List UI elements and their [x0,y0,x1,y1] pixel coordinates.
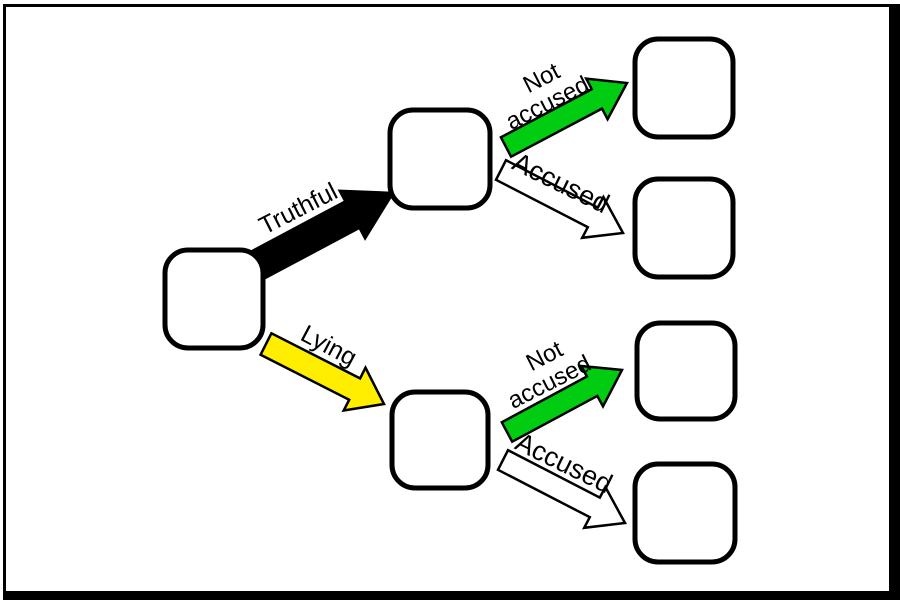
nodes [162,36,738,565]
frame-border-bottom [3,591,900,600]
not-accused-arrow-bottom [500,364,624,444]
node-truthful [387,107,493,211]
node-root [162,247,266,351]
node-lying-accused [632,461,738,565]
node-lying [389,389,491,491]
accused-arrow-bottom [496,448,627,530]
frame-border-right [889,4,900,600]
lying-arrow [258,331,386,413]
node-truthful-accused [632,176,736,280]
node-truthful-not-accused [632,36,736,140]
node-lying-not-accused [634,320,738,422]
frame-border-top [3,4,897,7]
frame [3,4,900,600]
not-accused-arrow-top [499,77,629,159]
accused-arrow-top [494,158,625,240]
edges [245,77,629,530]
frame-border-left [3,4,6,600]
truthful-arrow [245,189,396,282]
